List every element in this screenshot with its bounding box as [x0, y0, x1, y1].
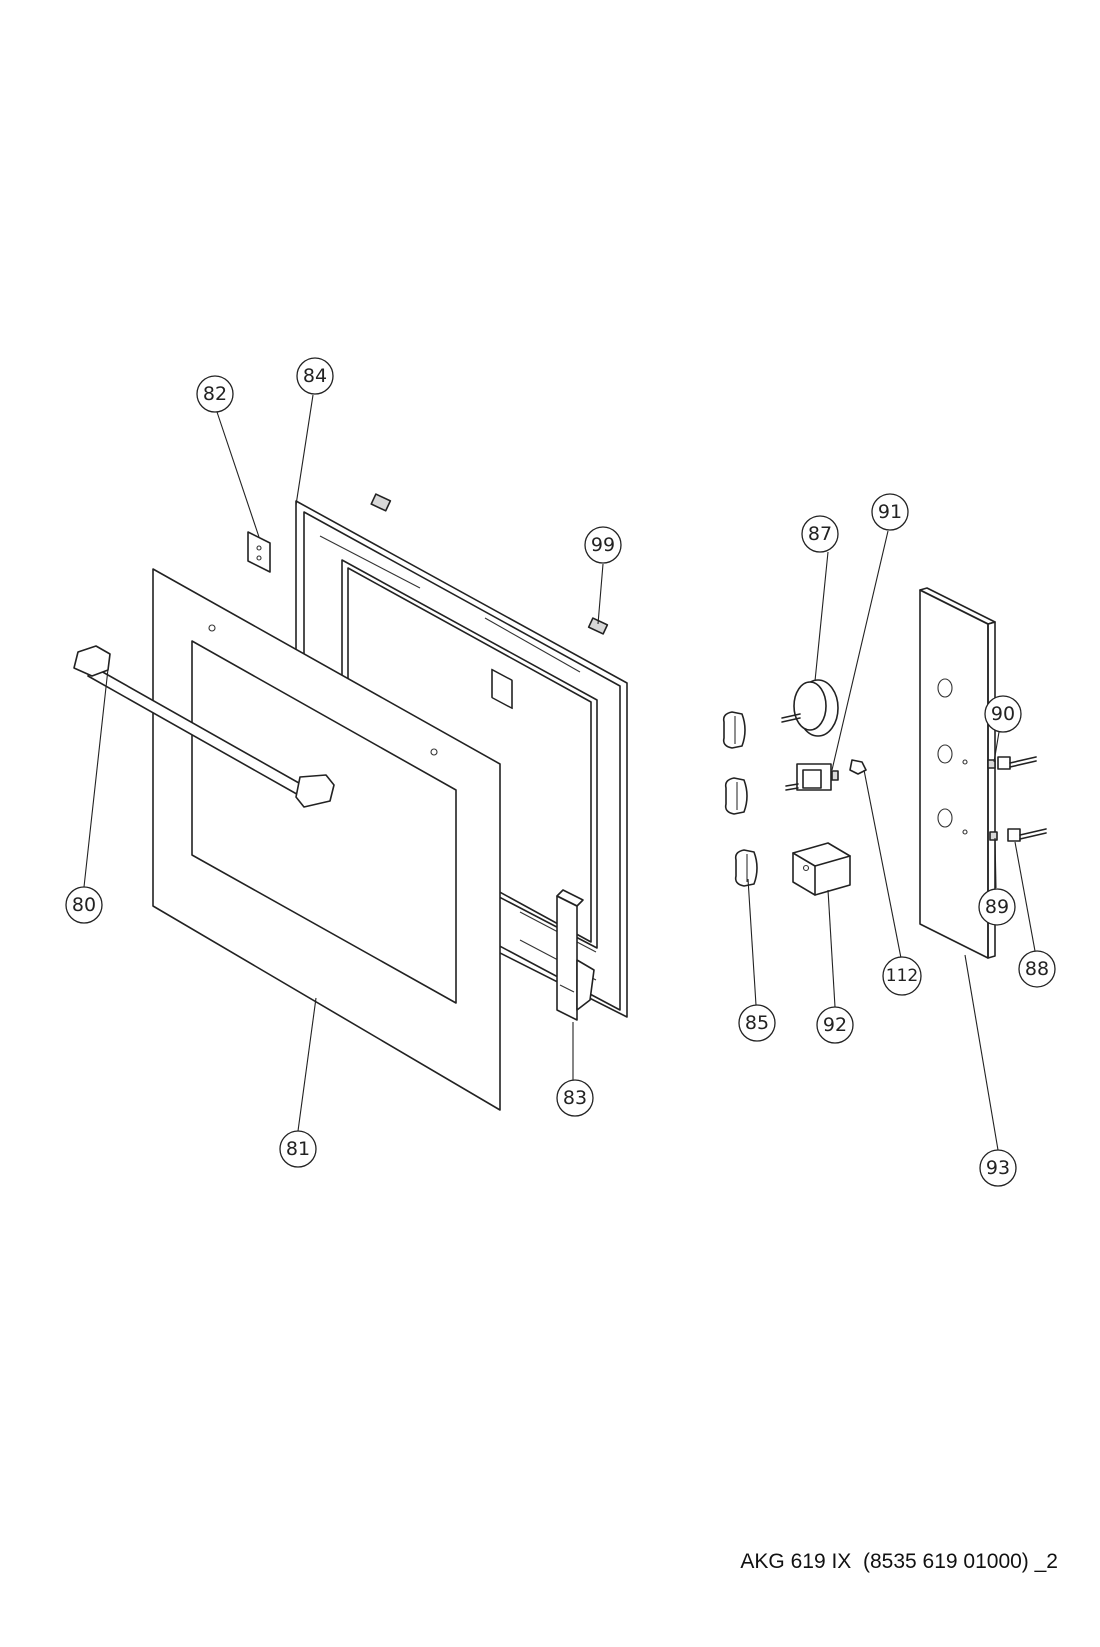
lamp-holder-2 — [1007, 828, 1047, 842]
door-handle — [73, 645, 335, 808]
callout-93: 93 — [979, 1149, 1017, 1187]
lamp-holder-1 — [997, 756, 1037, 770]
callout-label: 84 — [303, 365, 327, 387]
control-knob-2 — [724, 777, 748, 815]
washer-89 — [989, 831, 998, 841]
control-panel — [919, 587, 996, 959]
callout-label: 93 — [986, 1157, 1010, 1179]
small-clip — [849, 759, 867, 775]
callout-label: 80 — [72, 894, 96, 916]
selector-switch — [785, 763, 839, 791]
control-knob-1 — [722, 711, 746, 749]
callout-99: 99 — [584, 526, 622, 564]
door-hinge — [556, 889, 595, 1021]
control-knob-3 — [734, 849, 758, 887]
callout-label: 83 — [563, 1087, 587, 1109]
callout-label: 81 — [286, 1138, 310, 1160]
hinge-bracket — [247, 531, 271, 573]
callout-label: 89 — [985, 896, 1009, 918]
callout-label: 90 — [991, 703, 1015, 725]
frame-clip-top — [370, 493, 392, 512]
callout-label: 87 — [808, 523, 832, 545]
callout-85: 85 — [738, 1004, 776, 1042]
callout-90: 90 — [984, 695, 1022, 733]
washer-90 — [987, 759, 996, 769]
callout-80: 80 — [65, 886, 103, 924]
callout-92: 92 — [816, 1006, 854, 1044]
callout-89: 89 — [978, 888, 1016, 926]
callout-83: 83 — [556, 1079, 594, 1117]
callout-112: 112 — [882, 956, 922, 996]
callout-87: 87 — [801, 515, 839, 553]
part-99-clip — [587, 617, 609, 635]
callout-label: 91 — [878, 501, 902, 523]
outer-glass-door — [152, 568, 501, 1111]
callout-label: 99 — [591, 534, 615, 556]
callout-91: 91 — [871, 493, 909, 531]
callout-88: 88 — [1018, 950, 1056, 988]
callout-label: 85 — [745, 1012, 769, 1034]
timer-unit — [781, 679, 839, 737]
callout-84: 84 — [296, 357, 334, 395]
callout-82: 82 — [196, 375, 234, 413]
diagram-caption: AKG 619 IX (8535 619 01000) _2 — [740, 1550, 1058, 1573]
callout-label: 82 — [203, 383, 227, 405]
callout-label: 92 — [823, 1014, 847, 1036]
leader-lines — [83, 394, 1036, 1151]
callout-label: 112 — [886, 966, 918, 986]
callout-label: 88 — [1025, 958, 1049, 980]
callout-81: 81 — [279, 1130, 317, 1168]
thermostat-box — [792, 842, 851, 896]
